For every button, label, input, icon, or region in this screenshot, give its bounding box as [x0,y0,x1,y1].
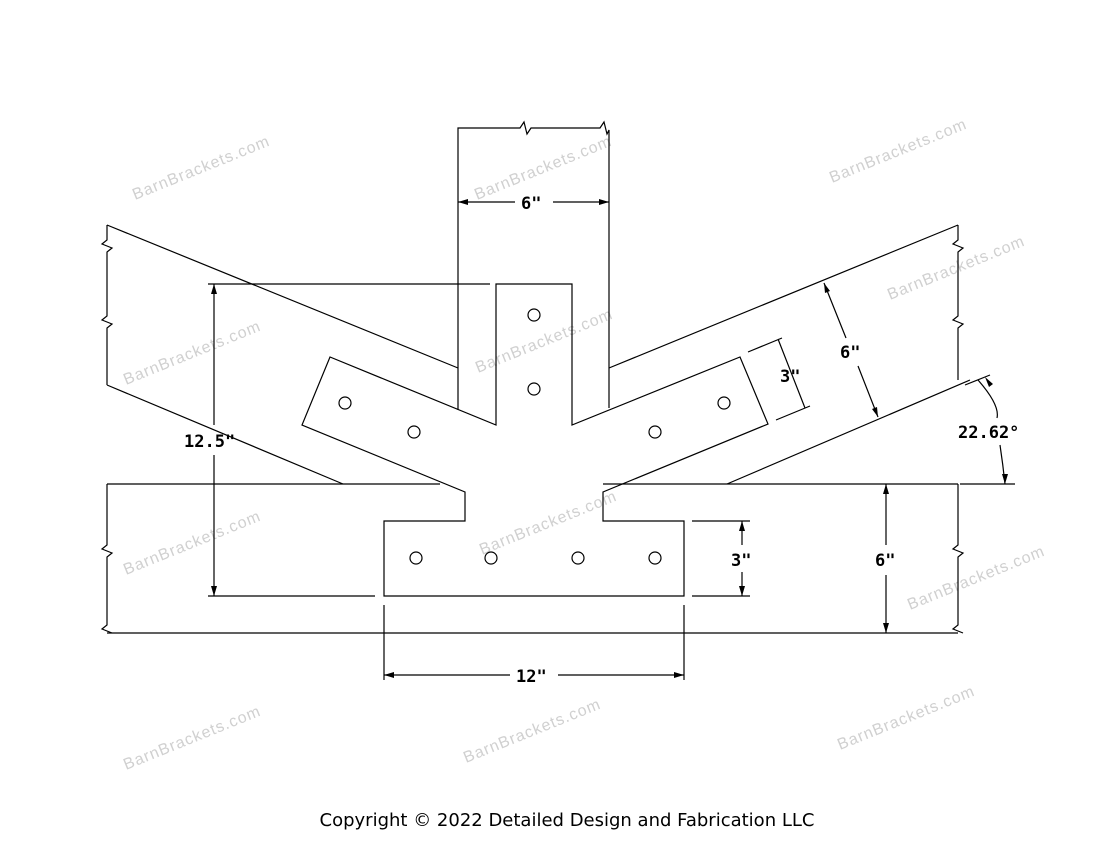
rafter-depth-label: 6" [840,343,860,363]
watermark: BarnBrackets.com [835,683,977,754]
bolt-hole [527,382,541,396]
watermark: BarnBrackets.com [473,306,615,377]
watermark: BarnBrackets.com [121,318,263,389]
watermark: BarnBrackets.com [827,116,969,187]
watermark: BarnBrackets.com [885,233,1027,304]
bolt-hole [648,425,662,439]
bottom-leg-width-label: 3" [731,551,751,571]
watermark: BarnBrackets.com [121,508,263,579]
post-width-label: 6" [521,194,541,214]
bolt-hole [648,551,662,565]
dimension-labels: 6" 12.5" 3" 6" 22.62° 3" 6" 12" [184,194,1019,687]
dimension-lines [208,199,1015,680]
watermark: BarnBrackets.com [130,133,272,204]
watermark: BarnBrackets.com [121,703,263,774]
watermark: BarnBrackets.com [477,488,619,559]
beam-depth-label: 6" [875,551,895,571]
bolt-hole [484,551,498,565]
bottom-length-label: 12" [516,667,547,687]
angle-label: 22.62° [958,423,1019,443]
bolt-hole [571,551,585,565]
bolt-hole [527,308,541,322]
bolt-hole [717,396,731,410]
bolt-hole [407,425,421,439]
arm-width-label: 3" [780,367,800,387]
watermark: BarnBrackets.com [472,133,614,204]
bolt-hole [409,551,423,565]
copyright-notice: Copyright © 2022 Detailed Design and Fab… [319,810,815,831]
bracket-height-label: 12.5" [184,432,235,452]
watermark: BarnBrackets.com [905,543,1047,614]
bolt-hole [338,396,352,410]
bolt-holes [338,308,731,565]
timber-outlines [100,120,971,634]
watermark: BarnBrackets.com [461,696,603,767]
bracket-plate [301,283,769,597]
